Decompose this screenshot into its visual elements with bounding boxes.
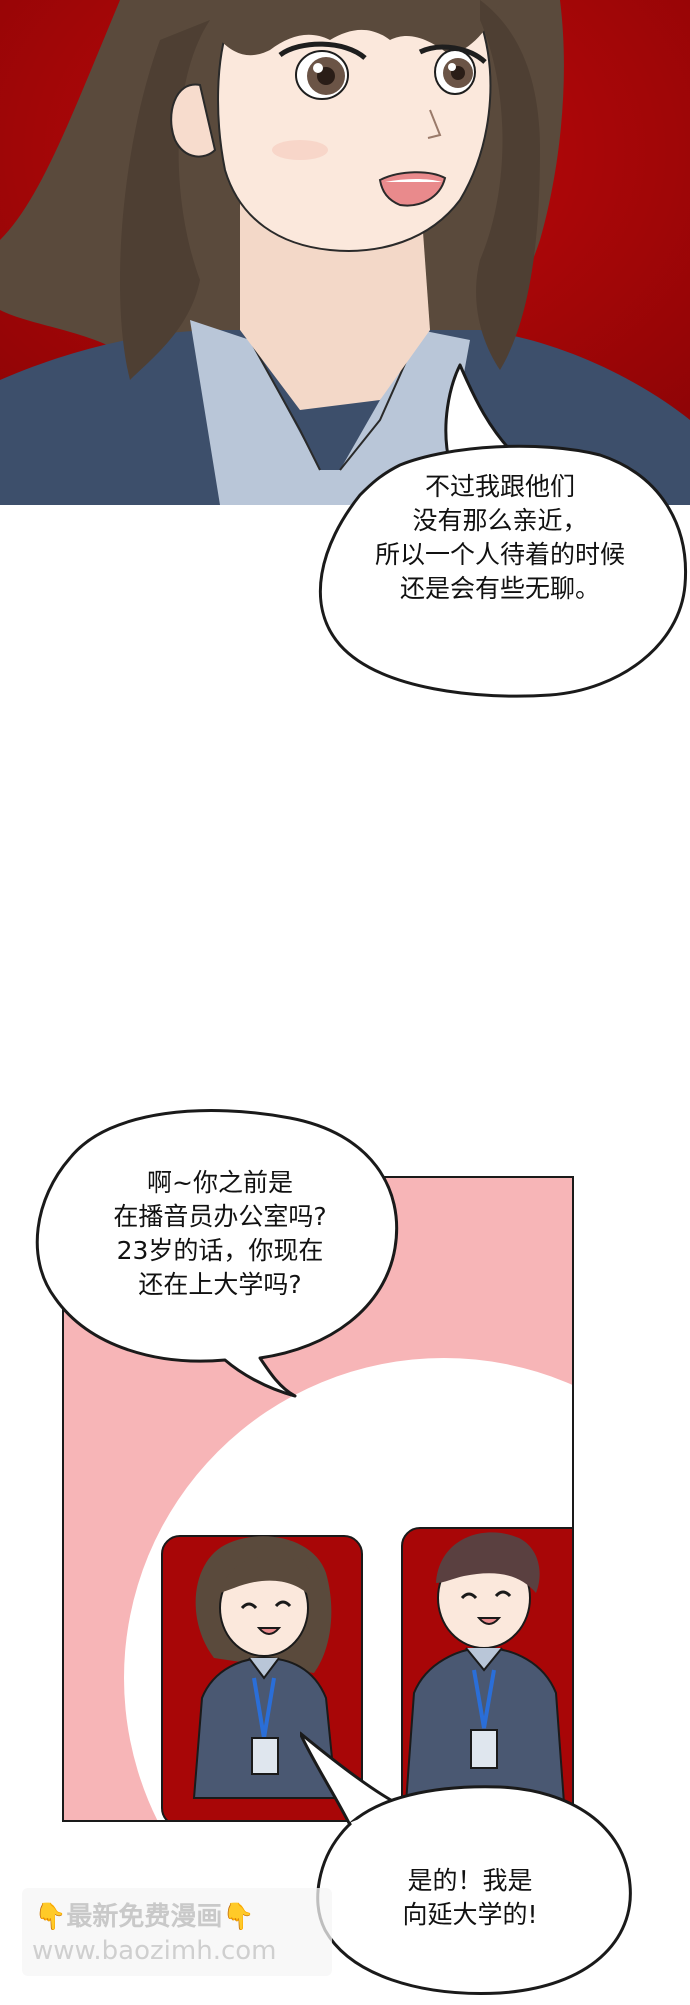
bubble-1-line: 没有那么亲近，: [412, 506, 588, 535]
eye-left: [278, 41, 367, 100]
bubble-2-line: 还在上大学吗?: [138, 1270, 302, 1299]
bubble-3-line: 是的！我是: [407, 1866, 533, 1895]
hair-left-lock: [120, 20, 210, 380]
ear: [170, 83, 217, 158]
speech-bubble-2: [35, 1109, 399, 1398]
bubble-2-text: 啊~你之前是 在播音员办公室吗? 23岁的话，你现在 还在上大学吗?: [40, 1166, 400, 1302]
pointing-down-icon: 👇: [34, 1902, 67, 1932]
bubble-2-line: 23岁的话，你现在: [116, 1236, 324, 1265]
eye-right: [418, 44, 487, 95]
speech-bubble-1: [318, 363, 688, 698]
bubble-1-text: 不过我跟他们 没有那么亲近， 所以一个人待着的时候 还是会有些无聊。: [330, 470, 670, 606]
bubble-3-line: 向延大学的!: [402, 1900, 538, 1929]
bubble-3-text: 是的！我是 向延大学的!: [320, 1864, 620, 1932]
watermark-title-text: 最新免费漫画: [66, 1902, 223, 1932]
hair-right-lock: [476, 0, 540, 370]
watermark-title: 👇最新免费漫画👇: [34, 1896, 255, 1933]
panel-1-art: [0, 0, 690, 505]
watermark-url: www.baozimh.com: [32, 1936, 277, 1966]
bubble-2-line: 在播音员办公室吗?: [113, 1202, 327, 1231]
panel-1: [0, 0, 690, 505]
bubble-1-line: 不过我跟他们: [424, 472, 575, 501]
pointing-down-icon: 👇: [222, 1902, 255, 1932]
bangs: [220, 0, 500, 56]
watermark: 👇最新免费漫画👇 www.baozimh.com: [22, 1888, 332, 1976]
bubble-2-line: 啊~你之前是: [147, 1168, 293, 1197]
bubble-1-line: 所以一个人待着的时候: [374, 540, 625, 569]
bubble-1-line: 还是会有些无聊。: [399, 574, 600, 603]
speech-bubble-3: [300, 1731, 632, 1995]
nose: [427, 109, 442, 139]
girl-chibi: [192, 1536, 338, 1799]
boy-chibi: [404, 1532, 566, 1804]
